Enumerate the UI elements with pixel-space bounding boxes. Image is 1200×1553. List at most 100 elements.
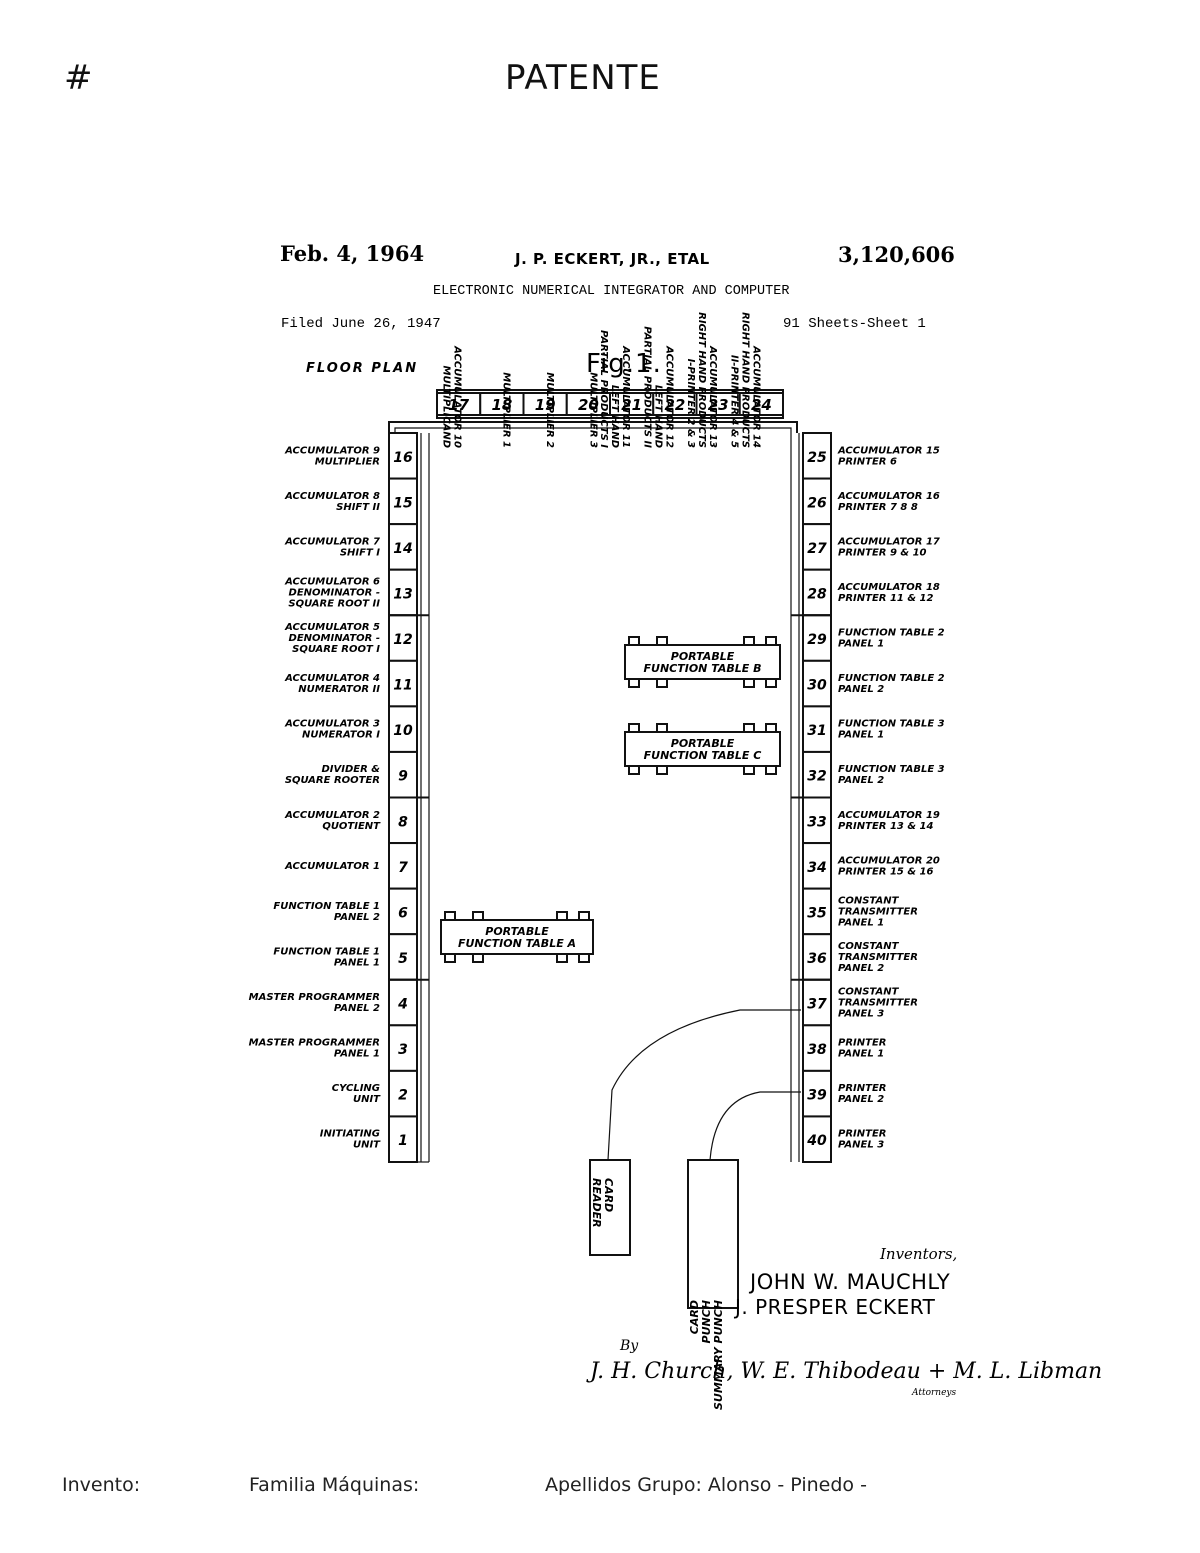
patent-subtitle: ELECTRONIC NUMERICAL INTEGRATOR AND COMP… [433, 284, 789, 299]
right-unit-number-31: 31 [807, 723, 826, 739]
portable-function-table-c-leg-top-0 [628, 723, 640, 733]
sheet-count: 91 Sheets-Sheet 1 [783, 316, 926, 332]
portable-function-table-c-leg-top-1 [656, 723, 668, 733]
vertical-label-3: MULTIPLIER 2 [544, 372, 555, 448]
left-unit-number-7: 7 [398, 860, 408, 876]
right-unit-31 [802, 705, 832, 753]
portable-function-table-b-leg-top-1 [656, 636, 668, 646]
right-unit-number-28: 28 [807, 586, 827, 602]
top-unit-24 [738, 392, 784, 416]
figure-label: Fig.1. [586, 349, 662, 379]
top-unit-number-18: 18 [491, 396, 512, 414]
card-punch-label: CARDPUNCHSUMMARY PUNCH [688, 1300, 725, 1410]
cable-card-reader [607, 1009, 801, 1161]
portable-function-table-c-leg-bottom-3 [765, 765, 777, 775]
right-unit-number-27: 27 [807, 541, 827, 557]
left-unit-label-9: DIVIDER &SQUARE ROOTER [285, 764, 380, 786]
portable-function-table-b-leg-bottom-2 [743, 678, 755, 688]
patent-number: 3,120,606 [838, 242, 955, 267]
hash-mark: # [64, 58, 93, 98]
right-unit-37 [802, 978, 832, 1027]
right-unit-35 [802, 887, 832, 936]
left-unit-number-9: 9 [398, 769, 408, 785]
attorneys-label: Attorneys [911, 1388, 957, 1398]
footer-familia: Familia Máquinas: [249, 1474, 420, 1496]
vertical-label-6: ACCUMULATOR 12LEFT HANDPARTIAL PRODUCTS … [642, 326, 675, 448]
left-unit-6 [388, 887, 418, 936]
patent-inventors-short: J. P. ECKERT, JR., ETAL [514, 250, 710, 268]
left-unit-number-15: 15 [393, 495, 413, 511]
right-unit-number-29: 29 [807, 632, 827, 648]
portable-function-table-c [624, 731, 781, 767]
left-unit-11 [388, 659, 418, 708]
right-unit-number-33: 33 [807, 814, 826, 830]
left-unit-number-1: 1 [398, 1133, 408, 1149]
portable-function-table-c-leg-top-2 [743, 723, 755, 733]
card-punch-box [687, 1159, 739, 1309]
portable-function-table-c-leg-top-3 [765, 723, 777, 733]
top-unit-number-21: 21 [621, 396, 642, 414]
right-unit-32 [802, 750, 832, 799]
top-unit-number-23: 23 [708, 396, 729, 414]
floor-plan-label: FLOOR PLAN [306, 361, 418, 376]
portable-function-table-b-leg-bottom-1 [656, 678, 668, 688]
portable-function-table-b-leg-top-3 [765, 636, 777, 646]
vertical-label-1: ACCUMULATOR 10MULTIPLICAND [441, 345, 463, 448]
left-unit-number-11: 11 [393, 678, 412, 694]
frame-top-rail [388, 421, 798, 433]
right-unit-34 [802, 842, 832, 890]
page-title: PATENTE [505, 58, 661, 98]
left-unit-1 [388, 1115, 418, 1163]
right-unit-30 [802, 659, 832, 708]
filed-date: Filed June 26, 1947 [281, 316, 441, 332]
left-unit-label-7: ACCUMULATOR 1 [284, 861, 380, 872]
left-unit-number-12: 12 [393, 632, 412, 648]
right-unit-39 [802, 1069, 832, 1118]
right-unit-number-38: 38 [807, 1042, 827, 1058]
vertical-label-2: MULTIPLIER 1 [501, 372, 512, 448]
vertical-label-5: ACCUMULATOR 11LEFT HANDPARTIAL PRODUCTS … [598, 330, 631, 448]
left-unit-number-2: 2 [398, 1088, 408, 1104]
left-unit-number-6: 6 [398, 905, 408, 921]
footer-apellidos: Apellidos Grupo: Alonso - Pinedo - [545, 1474, 867, 1496]
portable-function-table-c-leg-bottom-1 [656, 765, 668, 775]
card-reader-box [589, 1159, 631, 1256]
right-unit-number-26: 26 [807, 495, 827, 511]
left-unit-9 [388, 750, 418, 799]
portable-function-table-a-leg-bottom-3 [578, 953, 590, 963]
top-unit-number-24: 24 [751, 396, 772, 414]
top-unit-number-19: 19 [535, 396, 556, 414]
portable-function-table-a-leg-bottom-1 [472, 953, 484, 963]
portable-function-table-c-leg-bottom-0 [628, 765, 640, 775]
left-unit-number-4: 4 [397, 997, 408, 1013]
right-unit-number-30: 30 [807, 678, 827, 694]
portable-function-table-b [624, 644, 781, 680]
frame-inner-rail [394, 427, 792, 433]
right-unit-number-34: 34 [807, 860, 826, 876]
portable-function-table-a-leg-top-1 [472, 911, 484, 921]
portable-function-table-b-leg-top-0 [628, 636, 640, 646]
left-unit-number-5: 5 [398, 951, 408, 967]
portable-function-table-c-leg-bottom-2 [743, 765, 755, 775]
vertical-label-7: ACCUMULATOR 13RIGHT HAND PRODUCTSI-PRINT… [685, 312, 718, 448]
vertical-label-8: ACCUMULATOR 14RIGHT HAND PRODUCTSII-PRIN… [729, 312, 762, 448]
portable-function-table-a-leg-top-2 [556, 911, 568, 921]
